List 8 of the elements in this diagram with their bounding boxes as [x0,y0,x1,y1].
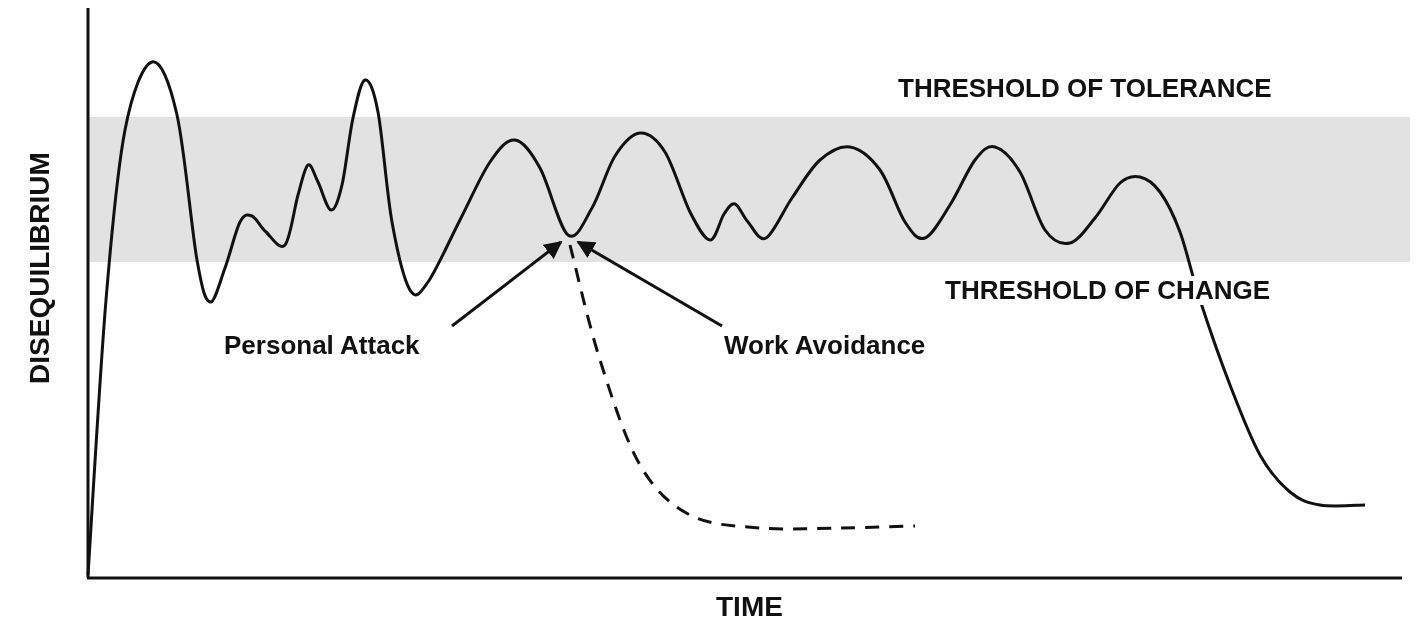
arrow [576,240,723,328]
axis-title: TIME [716,592,783,623]
arrow [451,240,563,328]
threshold-label: THRESHOLD OF CHANGE [945,276,1270,305]
axis-title: DISEQUILIBRIUM [24,152,56,384]
callout-label: Work Avoidance [724,328,926,362]
callout-label: Personal Attack [224,328,420,362]
threshold-label: THRESHOLD OF TOLERANCE [898,74,1272,103]
